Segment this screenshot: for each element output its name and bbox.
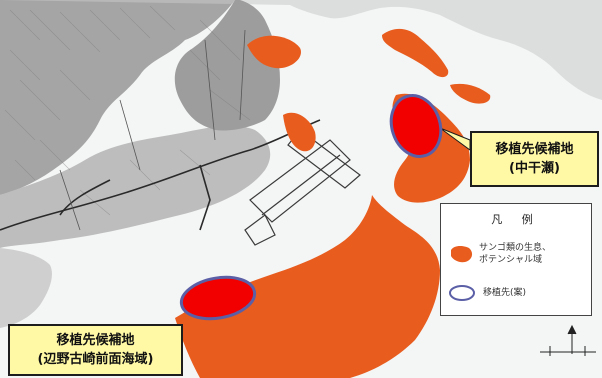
north-arrow-icon: [540, 324, 596, 356]
legend-habitat-label-2: ポテンシャル域: [479, 255, 543, 265]
callout-nakaboshi-subtitle: (中干瀬): [509, 161, 560, 176]
roads: [0, 119, 321, 231]
terrain-hatching: [4, 5, 251, 216]
transplant-target-henoko: [179, 275, 257, 321]
coral-habitat-areas: [175, 28, 497, 378]
callout-henoko-title: 移植先候補地: [56, 333, 135, 348]
land-terrain: [0, 0, 602, 328]
callout-nakaboshi-title: 移植先候補地: [495, 142, 574, 157]
legend-habitat-swatch-icon: [451, 246, 473, 263]
callout-henoko-subtitle: (辺野古崎前面海域): [37, 352, 154, 367]
legend-target-swatch-icon: [449, 285, 475, 301]
legend-habitat-label-1: サンゴ類の生息、: [479, 243, 552, 253]
map-legend: 凡 例 サンゴ類の生息、 ポテンシャル域 移植先(案): [440, 203, 592, 316]
callout-nakaboshi: 移植先候補地 (中干瀬): [470, 131, 599, 187]
transplant-target-nakaboshi: [389, 94, 443, 158]
legend-title: 凡 例: [491, 213, 541, 226]
legend-target-label: 移植先(案): [483, 288, 527, 298]
callout-henoko: 移植先候補地 (辺野古崎前面海域): [8, 324, 183, 376]
minor-roads: [59, 29, 246, 231]
